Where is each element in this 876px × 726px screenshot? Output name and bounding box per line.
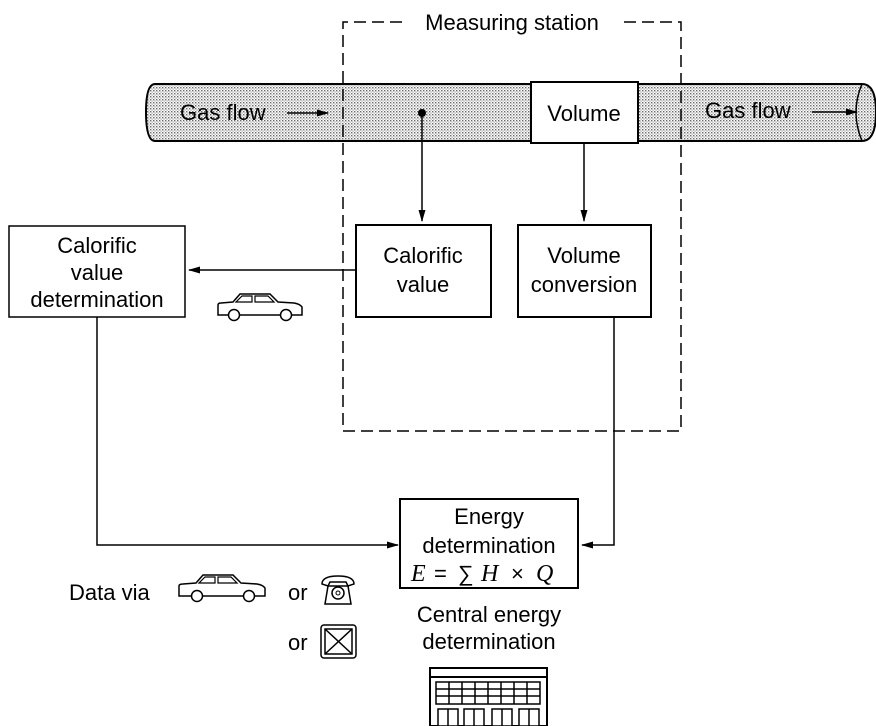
- gas-flow-out: Gas flow: [705, 98, 858, 123]
- formula-q: Q: [536, 561, 553, 587]
- measuring-station-boundary: Measuring station: [342, 10, 682, 432]
- formula-equals: =: [434, 561, 447, 586]
- volume-conversion-line1: Volume: [547, 243, 620, 268]
- car-icon: [217, 293, 303, 322]
- formula-times: ×: [511, 561, 524, 586]
- calorific-value-box: Calorific value: [355, 224, 492, 318]
- office-building-icon: [429, 667, 548, 726]
- formula-h: H: [480, 561, 500, 587]
- data-via-label: Data via: [69, 580, 150, 605]
- telephone-icon: [321, 575, 355, 605]
- energy-line1: Energy: [454, 504, 524, 529]
- gas-flow-in: Gas flow: [180, 100, 329, 125]
- or-label-2: or: [288, 630, 308, 655]
- energy-determination-box: Energy determination E = ∑ H × Q: [399, 498, 579, 589]
- energy-line2: determination: [422, 533, 555, 558]
- gas-flow-out-label: Gas flow: [705, 98, 791, 123]
- calorific-determination-line3: determination: [30, 287, 163, 312]
- calorific-value-line2: value: [397, 272, 450, 297]
- volume-meter-box: Volume: [530, 81, 639, 144]
- formula-e: E: [410, 561, 426, 587]
- calorific-value-line1: Calorific: [383, 243, 462, 268]
- conversion-to-energy-arrow: [581, 317, 615, 549]
- calorific-value-determination-box: Calorific value determination: [8, 225, 186, 318]
- central-energy-line2: determination: [422, 629, 555, 654]
- car-icon: [178, 574, 266, 603]
- volume-conversion-box: Volume conversion: [517, 224, 652, 318]
- gas-flow-in-label: Gas flow: [180, 100, 266, 125]
- central-energy-line1: Central energy: [417, 602, 561, 627]
- or-label-1: or: [288, 580, 308, 605]
- volume-conversion-line2: conversion: [531, 272, 637, 297]
- calorific-determination-line2: value: [71, 260, 124, 285]
- calorific-to-energy-arrow: [96, 317, 399, 549]
- formula-sum: ∑: [458, 561, 474, 586]
- volume-label: Volume: [547, 101, 620, 126]
- energy-formula: E = ∑ H × Q: [410, 561, 553, 587]
- mail-envelope-icon: [320, 624, 357, 659]
- measuring-station-label: Measuring station: [425, 10, 599, 35]
- calorific-determination-line1: Calorific: [57, 233, 136, 258]
